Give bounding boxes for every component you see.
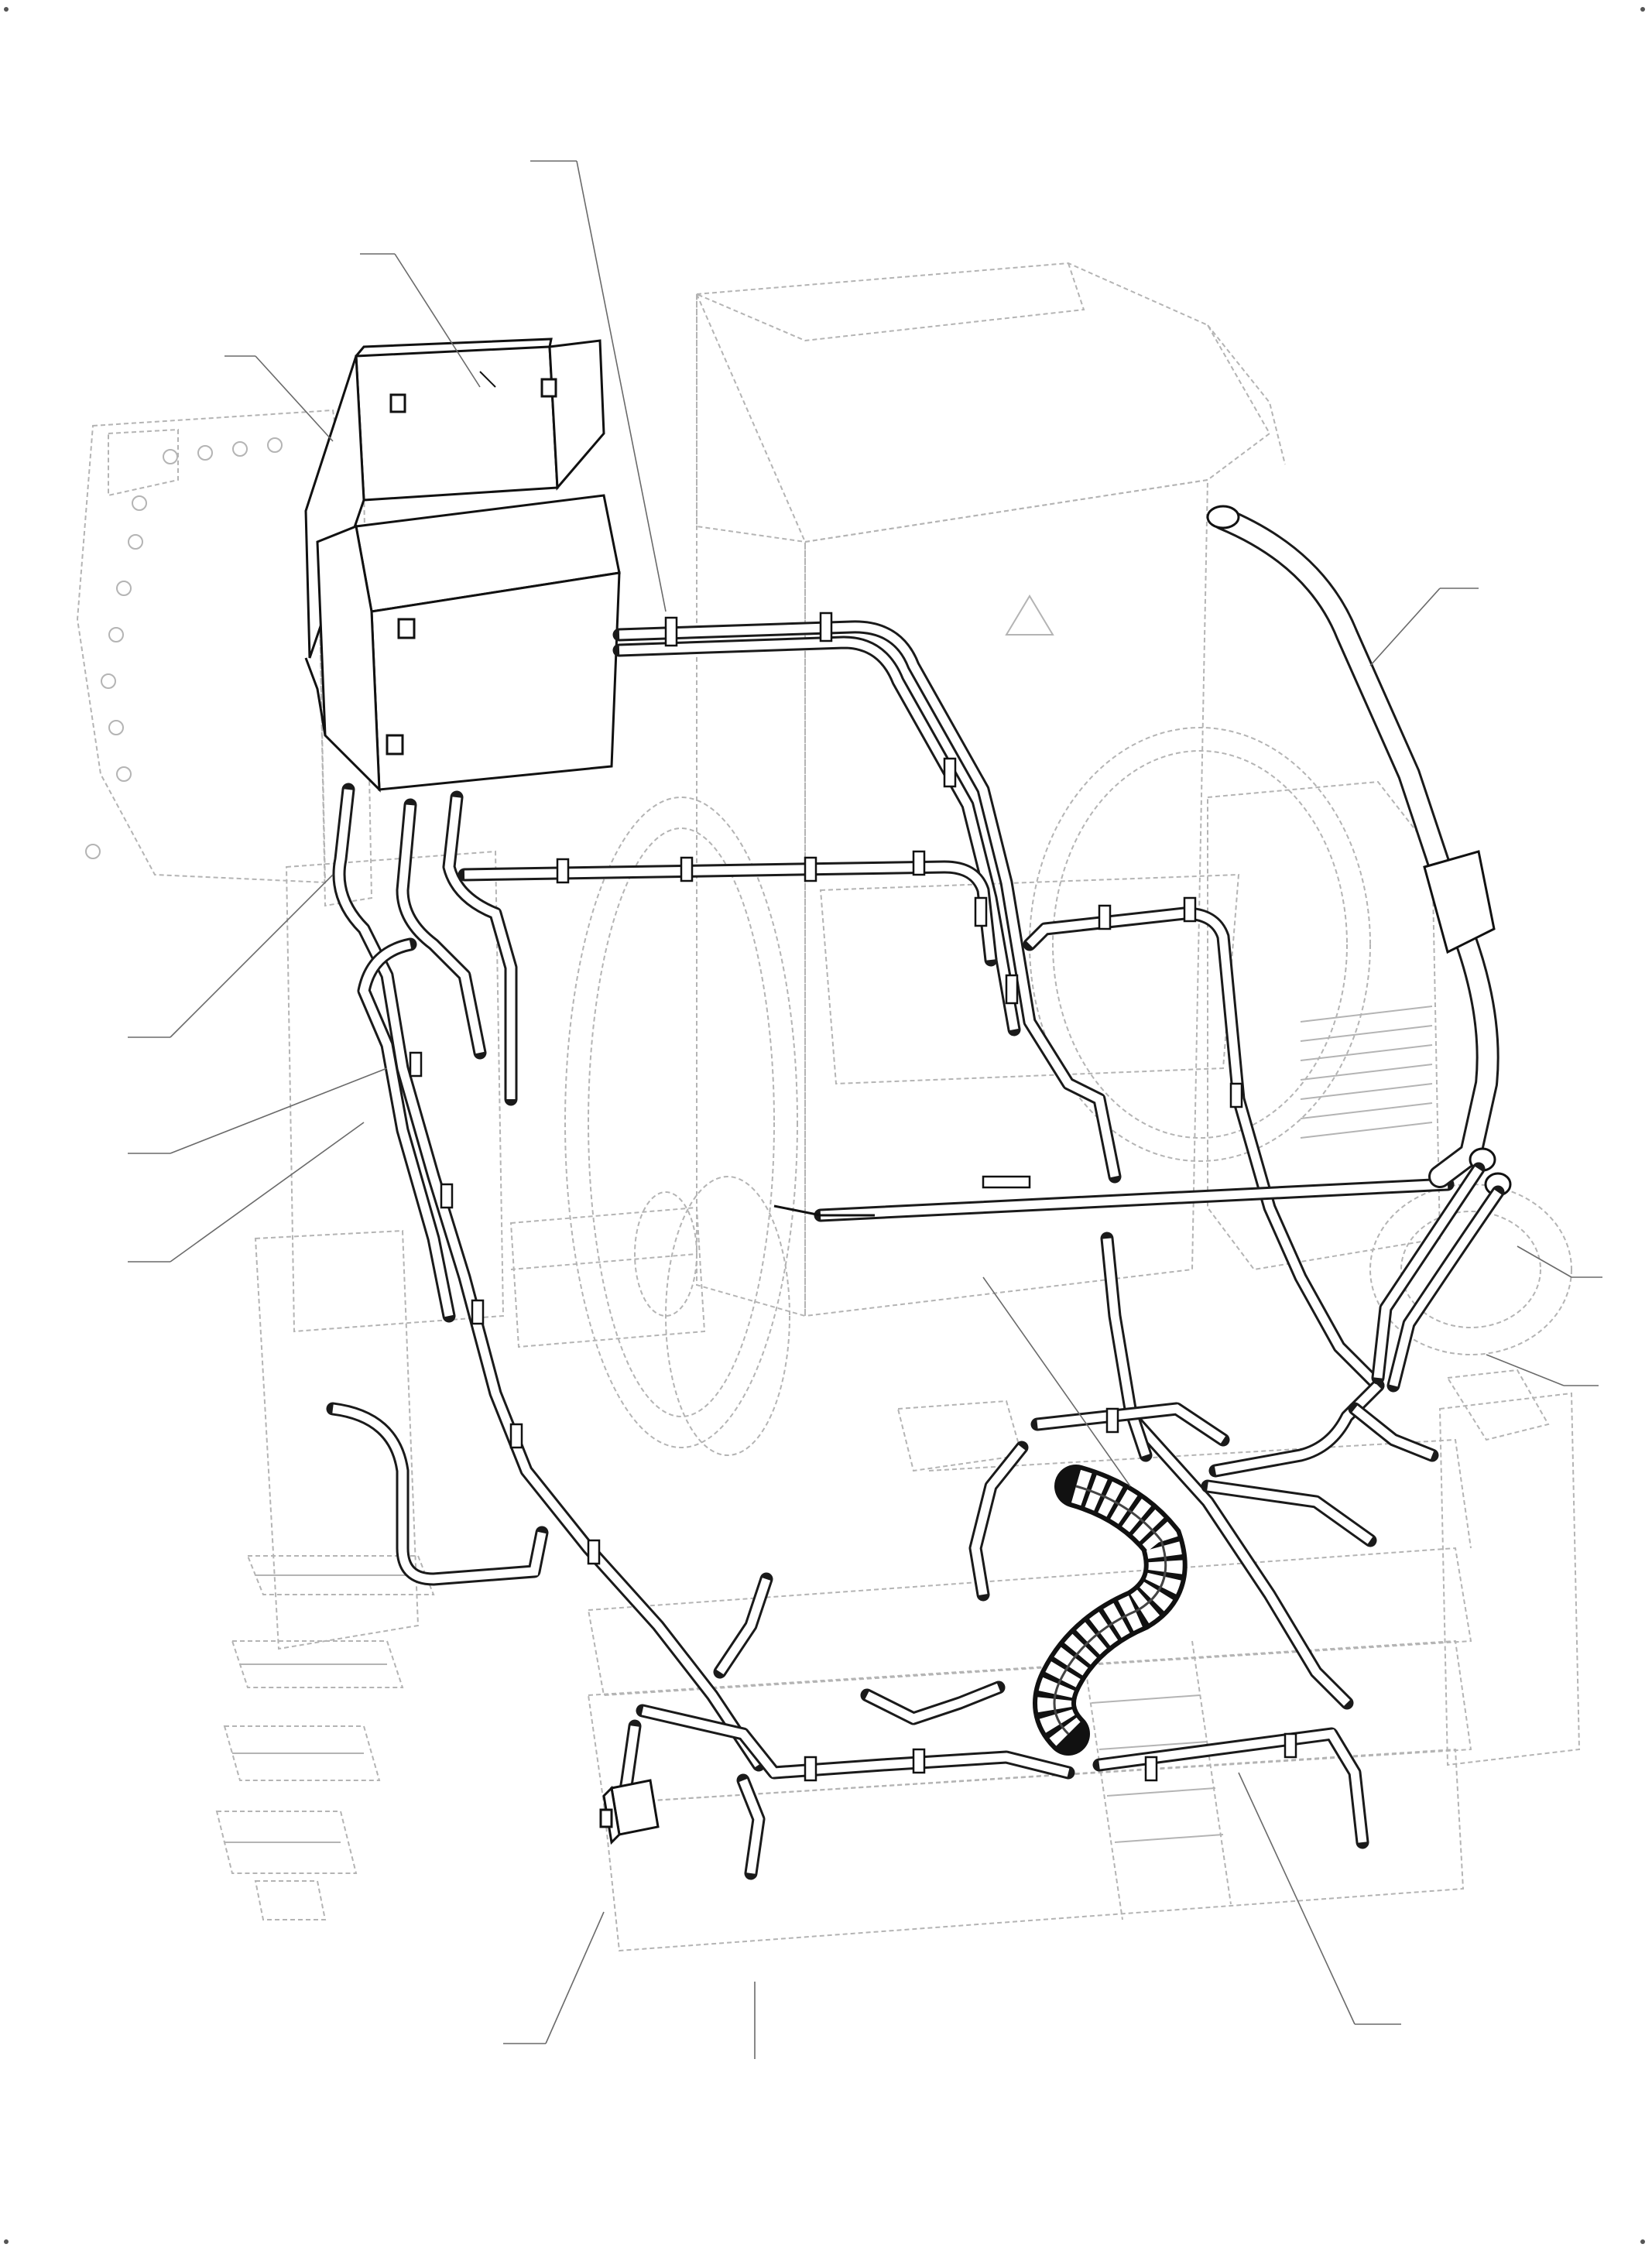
callout-drag-chain-rail <box>1238 1772 1401 2025</box>
callout-cabinet-lower <box>360 253 481 388</box>
callout-cabinet-upper <box>224 355 334 442</box>
callout-cable-left-1 <box>128 874 334 1038</box>
flexible-conduit <box>1206 505 1512 1393</box>
electrical-cabinet-lower <box>304 494 621 793</box>
corner-marks <box>4 7 1645 2244</box>
ghost-machine-frame <box>76 262 1581 1952</box>
callout-cable-left-3 <box>128 1122 365 1263</box>
callout-central-cable <box>982 1276 1131 1487</box>
harness-clamps <box>409 612 1297 1782</box>
callout-leaders <box>128 160 1602 2059</box>
electrical-cabinet-upper <box>304 337 605 659</box>
callout-motor-connection-2 <box>1486 1354 1599 1386</box>
callout-motor-connection-1 <box>1517 1245 1602 1278</box>
callout-harness-top <box>530 160 667 612</box>
cable-end-terminal <box>773 1175 1031 1217</box>
callout-junction-box <box>503 1911 605 2044</box>
junction-box <box>599 1779 660 1845</box>
cable-harness <box>326 620 1455 1880</box>
callout-conduit <box>1369 588 1479 666</box>
cable-drag-chain <box>1033 1465 1188 1756</box>
callout-cable-left-2 <box>128 1067 388 1154</box>
